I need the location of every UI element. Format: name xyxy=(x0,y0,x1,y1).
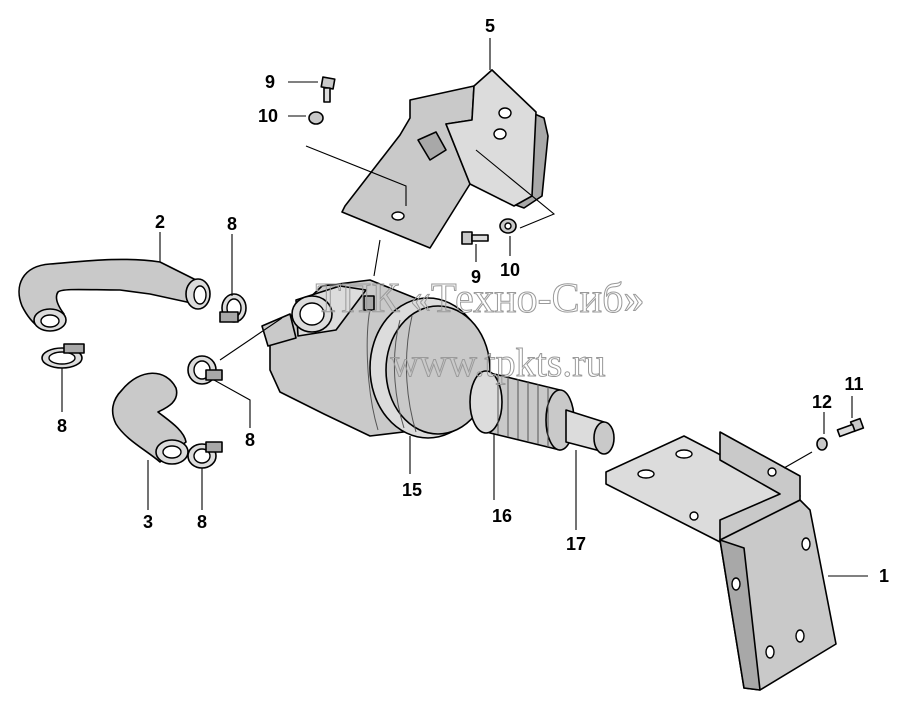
label-part-9-lower: 9 xyxy=(471,267,481,287)
part-10-nut-upper xyxy=(308,111,324,125)
part-10-nut-lower xyxy=(499,218,517,234)
watermark-company: ТПК «Техно-Сиб» xyxy=(316,276,645,322)
label-part-8-a: 8 xyxy=(227,214,237,234)
part-8-clamp-b xyxy=(41,343,85,369)
label-part-8-d: 8 xyxy=(197,512,207,532)
label-part-1: 1 xyxy=(879,566,889,586)
label-part-5: 5 xyxy=(485,16,495,36)
label-part-3: 3 xyxy=(143,512,153,532)
label-part-12: 12 xyxy=(812,392,832,412)
label-part-10-upper: 10 xyxy=(258,106,278,126)
part-1-lower-bracket xyxy=(605,431,837,691)
part-5-upper-bracket xyxy=(341,69,549,249)
label-part-8-b: 8 xyxy=(57,416,67,436)
leader-lines xyxy=(61,38,868,577)
part-8-clamp-a xyxy=(219,293,247,323)
label-part-9-upper: 9 xyxy=(265,72,275,92)
label-part-17: 17 xyxy=(566,534,586,554)
label-part-16: 16 xyxy=(492,506,512,526)
part-15-filter-housing xyxy=(261,279,491,439)
label-part-2: 2 xyxy=(155,212,165,232)
part-9-bolt-lower xyxy=(461,231,489,245)
part-17-inner-element xyxy=(565,409,615,455)
label-part-15: 15 xyxy=(402,480,422,500)
part-9-bolt-upper xyxy=(320,76,336,103)
part-11-bolt xyxy=(836,417,865,438)
part-3-lower-hose xyxy=(111,372,189,465)
label-part-10-lower: 10 xyxy=(500,260,520,280)
part-8-clamp-d xyxy=(187,441,223,469)
label-part-11: 11 xyxy=(844,374,863,394)
watermark-site: www.tpkts.ru xyxy=(390,340,605,385)
part-8-clamp-c xyxy=(187,355,223,385)
part-2-upper-hose xyxy=(18,258,211,332)
label-part-8-c: 8 xyxy=(245,430,255,450)
part-12-washer xyxy=(816,437,828,451)
